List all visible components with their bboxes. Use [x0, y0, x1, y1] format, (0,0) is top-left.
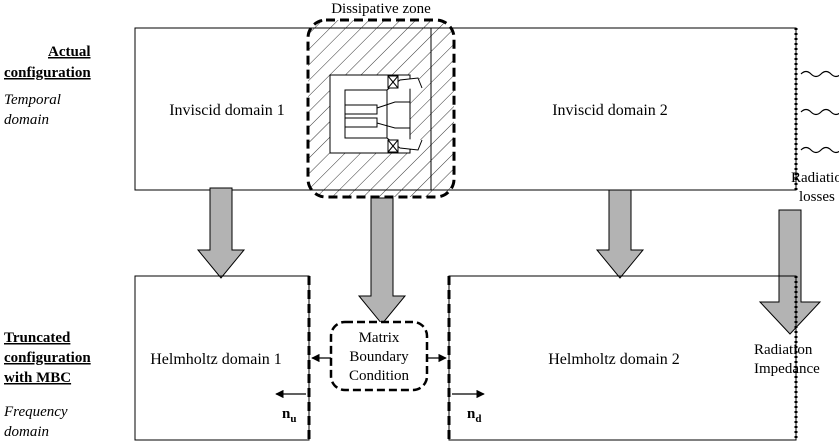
radiation-wave-arrows	[800, 70, 839, 154]
burner-sketch	[329, 74, 423, 154]
projection-arrows	[196, 187, 822, 335]
normal-d-label: nd	[467, 406, 481, 425]
actual-subtitle-line1: Temporal	[4, 92, 61, 108]
truncated-subtitle-line1: Frequency	[3, 404, 68, 420]
radiation-impedance-line2: Impedance	[754, 361, 820, 377]
truncated-title-line2: configuration	[4, 350, 91, 366]
helmholtz-domain-2-label: Helmholtz domain 2	[548, 351, 680, 368]
radiation-impedance-line1: Radiation	[754, 342, 813, 358]
inviscid-domain-1-label: Inviscid domain 1	[169, 102, 285, 119]
arrow-domain-2	[595, 189, 645, 279]
normal-d-sub: d	[475, 413, 481, 425]
truncated-title-line3: with MBC	[4, 370, 71, 386]
radiation-losses-line1: Radiation	[791, 170, 839, 186]
actual-subtitle-line2: domain	[4, 112, 49, 128]
inviscid-domain-2-label: Inviscid domain 2	[552, 102, 668, 119]
truncated-subtitle-line2: domain	[4, 424, 49, 440]
helmholtz-domain-1-label: Helmholtz domain 1	[150, 351, 282, 368]
truncated-title-line1: Truncated	[4, 330, 71, 346]
arrow-radiation	[758, 209, 822, 335]
helmholtz-domain-1-box	[134, 275, 310, 441]
normal-d-base: n	[467, 406, 476, 422]
mbc-line3: Condition	[349, 368, 410, 384]
arrow-domain-1	[196, 187, 246, 279]
mbc-line1: Matrix	[359, 330, 400, 346]
normal-u-base: n	[282, 406, 291, 422]
dissipative-zone-label: Dissipative zone	[331, 1, 431, 17]
mbc-box	[329, 320, 429, 392]
radiation-losses-line2: losses	[799, 189, 835, 205]
mbc-line2: Boundary	[349, 349, 409, 365]
normal-u-sub: u	[290, 413, 296, 425]
normal-u-label: nu	[282, 406, 296, 425]
arrow-dissipative	[357, 197, 407, 325]
actual-title-line2: configuration	[4, 65, 91, 81]
actual-title-line1: Actual	[48, 44, 91, 60]
